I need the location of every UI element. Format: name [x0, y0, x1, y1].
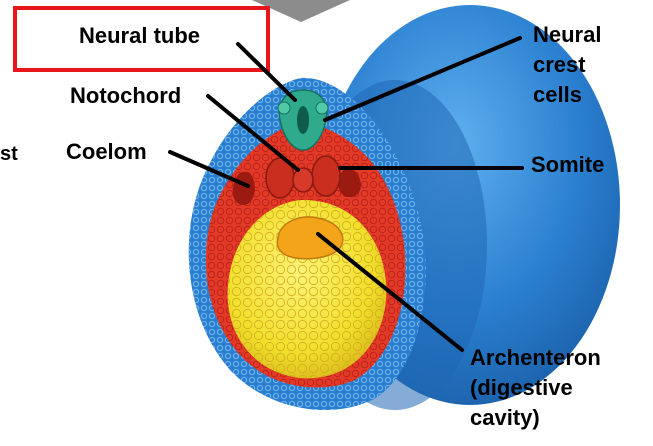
label-neural-tube: Neural tube [79, 23, 200, 48]
neural-tube-lumen [297, 106, 309, 134]
label-neural-crest-2: crest [533, 52, 586, 77]
label-archenteron-3: cavity) [470, 405, 540, 430]
neural-crest-cell [316, 102, 328, 114]
label-archenteron-2: (digestive [470, 375, 573, 400]
label-archenteron-1: Archenteron [470, 345, 601, 370]
label-neural-crest-1: Neural [533, 22, 601, 47]
label-coelom: Coelom [66, 139, 147, 164]
label-neural-crest-3: cells [533, 82, 582, 107]
archenteron-cavity [277, 217, 343, 259]
notochord [293, 168, 313, 192]
label-cut-off-left: st [0, 143, 18, 165]
label-notochord: Notochord [70, 83, 181, 108]
neural-crest-cell [278, 102, 290, 114]
label-somite: Somite [531, 152, 604, 177]
somite-right [312, 156, 340, 196]
